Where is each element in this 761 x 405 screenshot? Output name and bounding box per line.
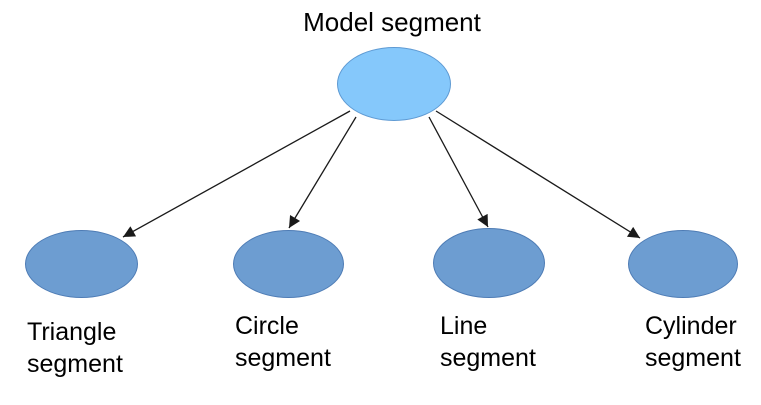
edge-arrow-model-to-cylinder (435, 110, 641, 239)
root-node-label: Model segment (303, 7, 481, 37)
node-line-segment[interactable] (433, 228, 545, 298)
node-model-segment[interactable] (337, 47, 451, 121)
node-cylinder-segment[interactable] (628, 230, 738, 298)
node-triangle-segment[interactable] (25, 230, 138, 298)
edge-arrow-model-to-circle (288, 116, 357, 229)
line-segment-label: Line segment (440, 312, 536, 372)
node-circle-segment[interactable] (233, 230, 344, 298)
circle-segment-label: Circle segment (235, 312, 331, 372)
edge-arrow-model-to-triangle (122, 110, 351, 238)
cylinder-segment-label: Cylinder segment (645, 312, 741, 372)
edge-arrow-model-to-line (428, 116, 489, 228)
triangle-segment-label: Triangle segment (27, 318, 123, 378)
